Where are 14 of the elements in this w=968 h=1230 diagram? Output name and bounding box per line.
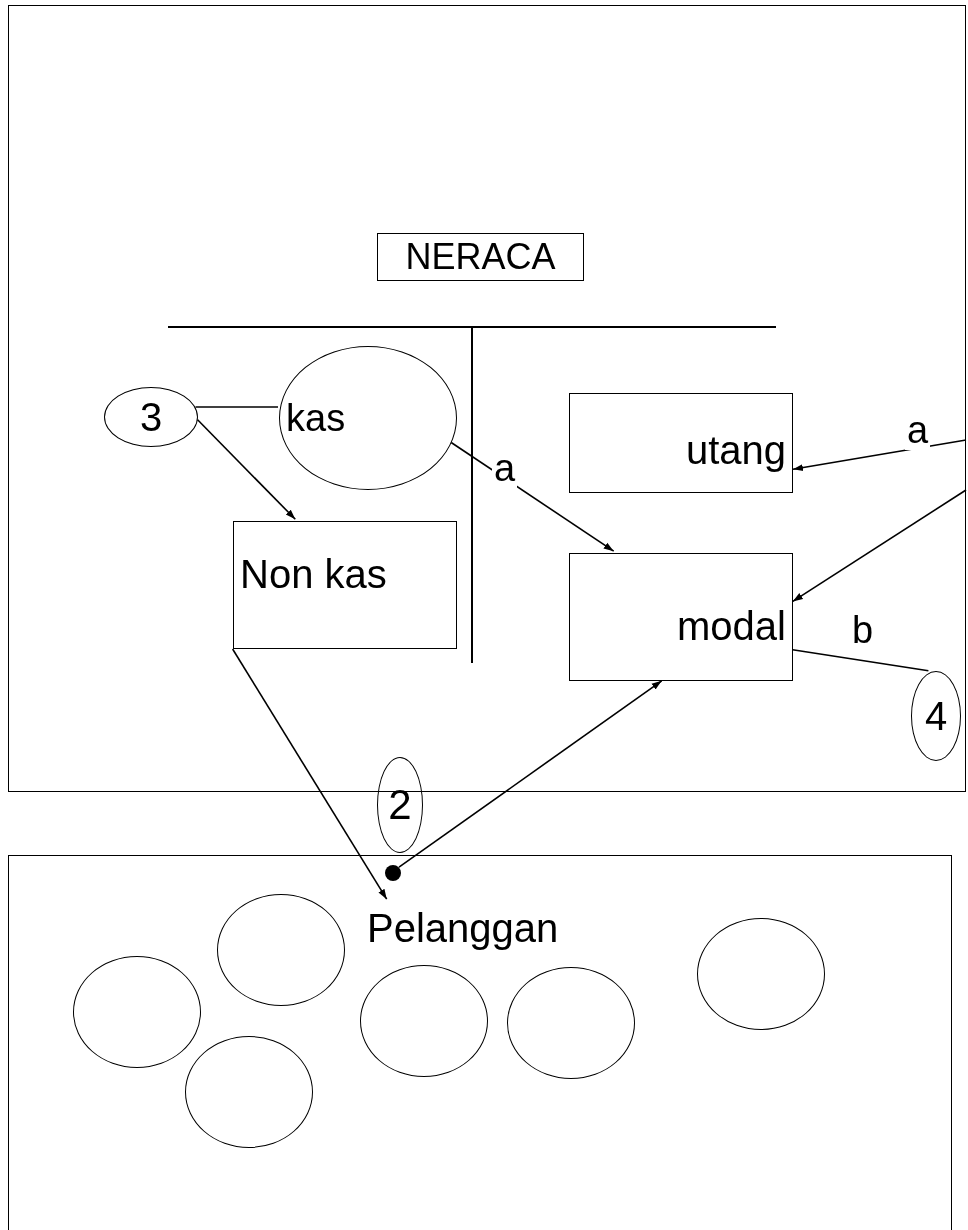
text-label: Pelanggan xyxy=(361,901,591,955)
arrow xyxy=(196,419,297,521)
arrow xyxy=(231,648,388,900)
arrow xyxy=(792,489,967,603)
arrow xyxy=(792,439,967,472)
rect-box: modal xyxy=(569,553,793,681)
rect-box: utang xyxy=(569,393,793,493)
arrow xyxy=(398,680,663,868)
dot-icon xyxy=(385,865,401,881)
rect-box: Non kas xyxy=(233,521,457,649)
frame-box xyxy=(8,855,952,1230)
connector-line xyxy=(791,649,930,672)
heading-box: NERACA xyxy=(377,233,584,281)
connector-line xyxy=(194,406,279,408)
